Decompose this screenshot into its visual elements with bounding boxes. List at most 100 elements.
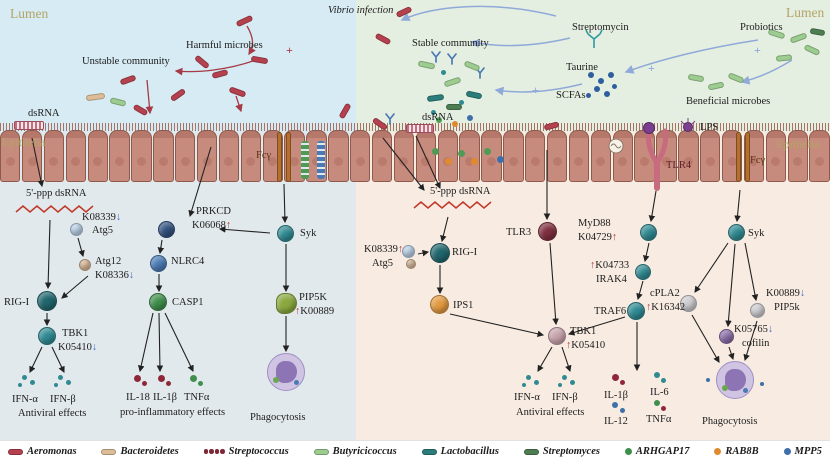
rab8b-dot: [445, 158, 452, 165]
arrow-traf6-to-tbk1: [567, 316, 626, 336]
plus-sign: +: [648, 61, 655, 75]
junction-protein-blue-icon: [317, 141, 325, 179]
epithelial-cell: [240, 130, 261, 182]
tnfa-label-left: TNFα: [184, 392, 210, 403]
taurine-dot: [588, 72, 594, 78]
arrow-harmful-to-unstable: [174, 59, 257, 76]
ifn-dot: [558, 383, 562, 387]
nlrc4-label: NLRC4: [171, 256, 205, 267]
ifn-dot: [562, 375, 567, 380]
tlr4-receptor-icon: [643, 122, 668, 191]
arrow-syk-to-cofilin: [725, 243, 736, 328]
streptomyces-icon: [523, 448, 539, 455]
epithelial-cell: [503, 130, 524, 182]
dsrna-zigzags: [15, 201, 492, 213]
ko-k06068-label: K06068↑: [192, 220, 232, 231]
epithelial-cell: [809, 130, 830, 182]
arrow-top-microbe-down: [246, 25, 256, 56]
ifn-alpha-label-left: IFN-α: [12, 394, 38, 405]
atg12-node-right: [406, 259, 416, 269]
scfa-dot: [586, 93, 591, 98]
arrow-probiotics-to-taurine: [624, 39, 759, 74]
epithelial-cell: [21, 130, 43, 182]
irak4-node: [635, 264, 651, 280]
tbk1-node-right: [548, 327, 566, 345]
arrow-tbk1-to-ifna-left: [29, 346, 43, 373]
ifn-dot: [522, 383, 526, 387]
casp1-label: CASP1: [172, 297, 204, 308]
phago-particle-dot: [760, 382, 764, 386]
ko-k08336-label: K08336↓: [95, 270, 135, 281]
tbk1-node-left: [38, 327, 56, 345]
phagocytosis-label-left: Phagocytosis: [250, 412, 306, 423]
legend-item-lactobacillus: Lactobacillus: [421, 446, 499, 457]
junction-protein-green-icon: [301, 141, 309, 179]
ko-k00889-label-left: ↑K00889: [295, 306, 335, 317]
epithelial-cell: [525, 130, 546, 182]
il18-dot: [142, 381, 147, 386]
fcy-receptor-bar: [286, 132, 291, 182]
legend-item-streptomyces: Streptomyces: [523, 446, 600, 457]
lactobacillus-icon: [421, 448, 437, 455]
ko-k08339-label-right: K08339↑: [364, 244, 404, 255]
arrow-tbk1-to-ifnb-right: [561, 346, 572, 373]
vibrio-infection-label: Vibrio infection: [328, 5, 394, 16]
il1b-label-right: IL-1β: [604, 390, 628, 401]
fcy-receptor-bar: [736, 132, 741, 182]
arrow-syk-to-pip5k-right: [744, 242, 759, 302]
arrow-tlr3-to-tbk1: [549, 242, 559, 326]
antibody-icon: [385, 113, 395, 125]
arrow-irak4-to-traf6: [636, 280, 644, 301]
phago-particle-dot: [706, 378, 710, 382]
mpp5-dot: [467, 115, 473, 121]
epithelial-cell: [546, 130, 568, 182]
phagosome-icon: [276, 361, 297, 383]
casp1-node: [149, 293, 167, 311]
arrow-microbe-into-membrane: [145, 79, 154, 115]
il18-dot: [134, 375, 141, 382]
arrow-casp1-to-il18: [137, 312, 154, 373]
epithelial-cell: [153, 130, 174, 182]
tnfa-dot: [190, 375, 197, 382]
taurine-dot: [598, 78, 604, 84]
atg5-label-right: Atg5: [372, 258, 393, 269]
syk-label-right: Syk: [748, 228, 765, 239]
epithelial-cell: [43, 130, 65, 182]
epithelial-cell: [109, 130, 130, 182]
mpp5-dot: [497, 156, 504, 163]
traf6-label: TRAF6: [594, 306, 627, 317]
arrow-fcy-to-syk-right: [734, 189, 741, 223]
arhgap17-dot: [436, 117, 442, 123]
rab8b-icon: [714, 448, 722, 455]
fcy-label-right: Fcγ: [750, 155, 766, 166]
ifn-dot: [18, 383, 22, 387]
ppp-dsrna-zigzag-left: [15, 205, 94, 213]
epithelial-cell: [568, 130, 590, 182]
engulfed-particle-icon: [743, 388, 748, 393]
arrow-syk-to-prkcd: [218, 226, 271, 234]
prkcd-node: [158, 221, 175, 238]
left-epithelia-title: Epithelia: [2, 135, 46, 149]
phagosome-icon: [725, 369, 746, 391]
coil-receptor-icon: [608, 138, 624, 154]
ifn-dot: [54, 383, 58, 387]
phagocyte-cell-right: [716, 361, 754, 399]
atg12-node: [79, 259, 91, 271]
nlrc4-node: [150, 255, 167, 272]
community-dot: [441, 70, 446, 75]
epithelial-cell: [196, 130, 218, 182]
unstable-community-label: Unstable community: [82, 56, 170, 67]
ifn-dot: [534, 380, 539, 385]
right-epithelia-title: Epithelia: [776, 137, 820, 151]
antibody-icon: [447, 53, 457, 65]
mpp5-icon: [783, 448, 791, 455]
il18-label: IL-18: [126, 392, 150, 403]
right-lumen-title: Lumen: [786, 5, 825, 20]
ppp-dsrna-label-left: 5'-ppp dsRNA: [26, 188, 87, 199]
probiotics-label: Probiotics: [740, 22, 783, 33]
prkcd-label: PRKCD: [196, 206, 232, 217]
engulfed-particle-icon: [273, 377, 279, 383]
legend-item-bacteroidetes: Bacteroidetes: [101, 446, 179, 457]
epithelial-cell: [328, 130, 349, 182]
